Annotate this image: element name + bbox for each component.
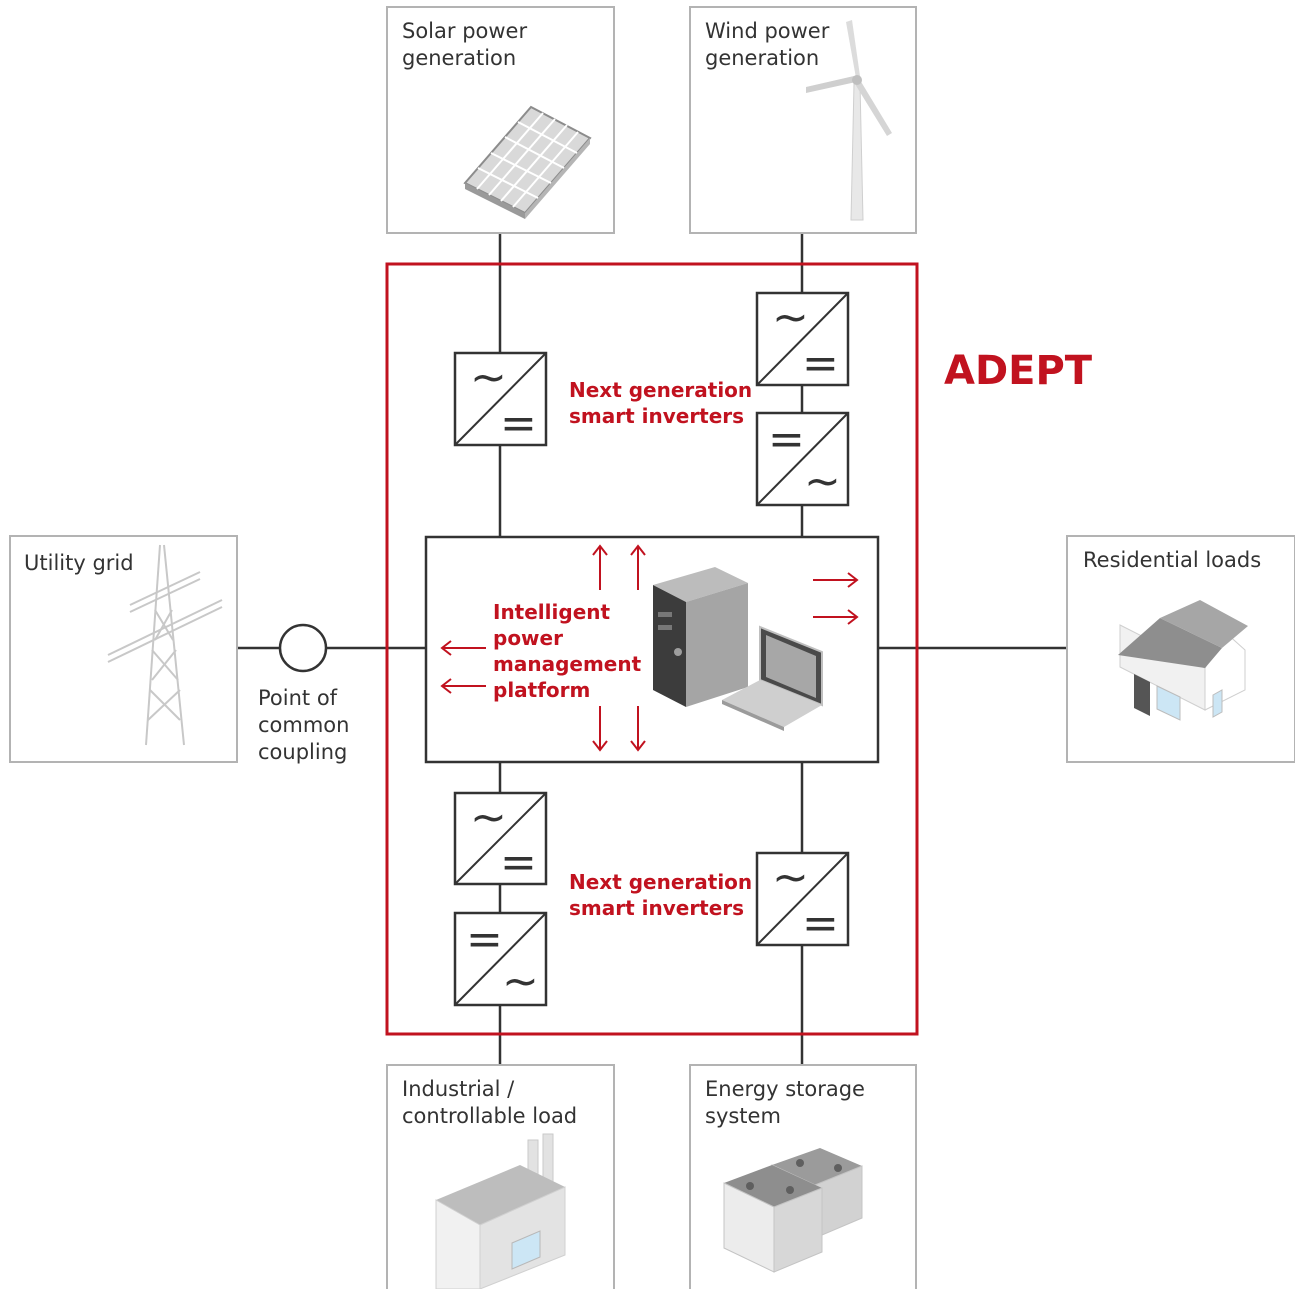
arrow-right-icon <box>813 572 859 588</box>
adept-boundary <box>385 262 919 1036</box>
platform-label-line4: platform <box>493 678 590 702</box>
ac-symbol: ~ <box>804 456 841 507</box>
converter-industrial-1: ~ = <box>453 791 548 888</box>
arrow-right-icon <box>813 609 859 625</box>
converter-solar: ~ = <box>453 351 548 449</box>
pcc-label-line1: Point of <box>258 686 338 710</box>
dc-symbol: = <box>500 837 537 888</box>
connection-lines <box>237 233 1067 1065</box>
residential-label: Residential loads <box>1083 548 1261 572</box>
svg-text:Energy storage system: Energy storage system <box>705 1077 872 1128</box>
inverters-top-line2: smart inverters <box>569 404 744 428</box>
solar-label-line2: generation <box>402 46 516 70</box>
svg-text:Intelligent power: Intelligent power management platform <box>493 600 648 702</box>
platform-label-line1: Intelligent <box>493 600 610 624</box>
svg-text:Wind power generation: Wind power generation <box>705 19 836 70</box>
industrial-label-line1: Industrial / <box>402 1077 515 1101</box>
dc-symbol: = <box>466 914 503 965</box>
wind-turbine-icon <box>806 20 892 221</box>
arrow-down-icon <box>592 706 608 752</box>
dc-symbol: = <box>768 414 805 465</box>
inverters-top-line1: Next generation <box>569 378 752 402</box>
ac-symbol: ~ <box>470 352 507 403</box>
arrow-down-icon <box>630 706 646 752</box>
storage-label-line1: Energy storage <box>705 1077 865 1101</box>
grid-node: Utility grid <box>9 535 238 763</box>
svg-text:Point of common co: Point of common coupling <box>258 686 356 764</box>
converter-wind-2: = ~ <box>755 411 850 507</box>
dc-symbol: = <box>802 338 839 389</box>
adept-title: ADEPT <box>944 348 1093 394</box>
storage-node: Energy storage system <box>689 1064 917 1289</box>
converter-wind-1: ~ = <box>755 291 850 389</box>
residential-node: Residential loads <box>1066 535 1295 763</box>
wind-label-line1: Wind power <box>705 19 830 43</box>
platform-label-line2: power <box>493 626 563 650</box>
arrow-up-icon <box>592 544 608 590</box>
arrow-left-icon <box>440 640 486 656</box>
platform-label-line3: management <box>493 652 642 676</box>
svg-text:Industrial / controllabl: Industrial / controllable load <box>402 1077 577 1128</box>
svg-text:Solar power generation: Solar power generation <box>402 19 534 70</box>
solar-panel-icon <box>463 105 592 219</box>
solar-node: Solar power generation <box>386 6 615 234</box>
grid-label: Utility grid <box>24 551 134 575</box>
converter-storage: ~ = <box>755 851 850 949</box>
inverters-bottom-line2: smart inverters <box>569 896 744 920</box>
pcc-label-line3: coupling <box>258 740 347 764</box>
ac-symbol: ~ <box>502 956 539 1007</box>
data-flow-arrows <box>440 544 859 752</box>
point-of-common-coupling: Point of common coupling <box>258 623 356 764</box>
computer-icon <box>653 567 823 731</box>
dc-symbol: = <box>500 398 537 449</box>
power-management-platform: Intelligent power management platform <box>424 535 880 764</box>
dc-symbol: = <box>802 898 839 949</box>
battery-icon <box>723 1148 863 1273</box>
solar-label-line1: Solar power <box>402 19 527 43</box>
arrow-left-icon <box>440 678 486 694</box>
industrial-node: Industrial / controllable load <box>386 1064 615 1289</box>
wind-label-line2: generation <box>705 46 819 70</box>
house-icon <box>1118 600 1248 721</box>
inverters-bottom-label: Next generation smart inverters <box>569 870 759 920</box>
converter-industrial-2: = ~ <box>453 911 548 1007</box>
factory-icon <box>435 1133 566 1289</box>
ac-symbol: ~ <box>772 852 809 903</box>
industrial-label-line2: controllable load <box>402 1104 577 1128</box>
ac-symbol: ~ <box>470 792 507 843</box>
inverters-top-label: Next generation smart inverters <box>569 378 759 428</box>
transmission-tower-icon <box>107 544 223 746</box>
arrow-up-icon <box>630 544 646 590</box>
ac-symbol: ~ <box>772 292 809 343</box>
pcc-label-line2: common <box>258 713 349 737</box>
storage-label-line2: system <box>705 1104 781 1128</box>
inverters-bottom-line1: Next generation <box>569 870 752 894</box>
wind-node: Wind power generation <box>689 6 917 234</box>
